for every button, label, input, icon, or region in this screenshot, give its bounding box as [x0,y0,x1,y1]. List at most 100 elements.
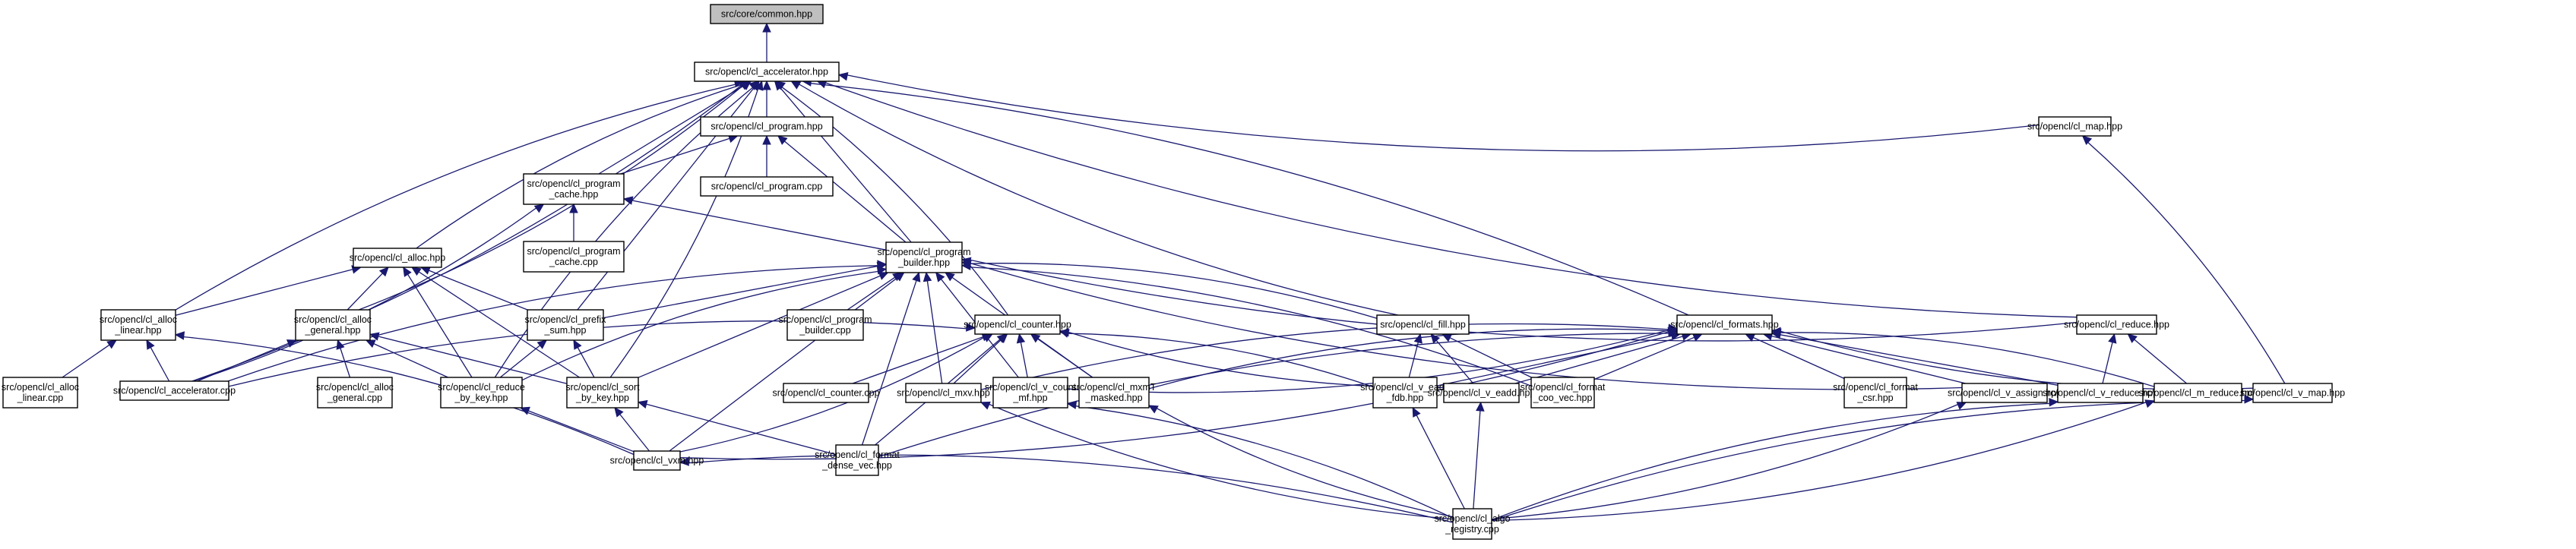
node-box[interactable] [440,377,523,409]
node-v-eadd-hpp[interactable]: src/opencl/cl_v_eadd.hpp [1428,383,1536,403]
node-label: src/opencl/cl_v_assign.hpp [1948,388,2062,399]
edge-line [980,323,1669,390]
node-v-reduce-hpp[interactable]: src/opencl/cl_v_reduce.hpp [2043,383,2158,403]
edge-vxm_hpp-to-sort_by_key_hpp [614,407,650,452]
node-prefix-sum-hpp[interactable]: src/opencl/cl_prefix_sum.hpp [525,309,607,341]
edge-accel_cpp-to-alloc_linear_hpp [146,339,170,382]
node-box[interactable] [1376,314,1470,335]
node-box[interactable] [100,309,176,341]
node-pbuilder-cpp[interactable]: src/opencl/cl_program_builder.cpp [779,309,872,341]
node-box[interactable] [353,248,442,268]
edge-algo_registry_cpp-to-mxv_hpp [979,401,1454,520]
node-box[interactable] [317,377,393,409]
node-m-reduce-hpp[interactable]: src/opencl/cl_m_reduce.hpp [2138,383,2258,403]
node-box[interactable] [694,62,840,82]
node-box[interactable] [905,383,982,403]
node-box[interactable] [1961,383,2048,403]
node-alloc-general-cpp[interactable]: src/opencl/cl_alloc_general.cpp [316,377,394,409]
edge-line [528,410,635,453]
edge-pcache_cpp-to-pcache_hpp [569,203,578,241]
node-box[interactable] [523,173,625,205]
edge-format_dense_vec_hpp-to-pbuilder_hpp [861,271,921,446]
node-alloc-linear-hpp[interactable]: src/opencl/cl_alloc_linear.hpp [100,309,177,341]
node-box[interactable] [2154,383,2242,403]
node-box[interactable] [885,241,963,273]
node-pcache-cpp[interactable]: src/opencl/cl_program_cache.cpp [523,241,625,273]
node-box[interactable] [2252,383,2333,403]
node-reduce-by-key-hpp[interactable]: src/opencl/cl_reduce_by_key.hpp [438,377,525,409]
node-box[interactable] [1676,314,1773,335]
node-pbuilder-hpp[interactable]: src/opencl/cl_program_builder.hpp [878,241,971,273]
node-box[interactable] [700,116,834,137]
edge-program_hpp-to-accel_hpp [762,80,771,118]
node-format-csr-hpp[interactable]: src/opencl/cl_format_csr.hpp [1833,377,1918,409]
node-box[interactable] [710,4,824,24]
node-box[interactable] [2057,383,2144,403]
node-format-coo-vec-hpp[interactable]: src/opencl/cl_format_coo_vec.hpp [1521,377,1606,409]
arrowhead-icon [336,339,345,350]
node-vxm-hpp[interactable]: src/opencl/cl_vxm.hpp [610,450,704,471]
edge-format_coo_vec_hpp-to-fill_hpp [1441,333,1532,378]
node-v-eadd-fdb-hpp[interactable]: src/opencl/cl_v_eadd_fdb.hpp [1360,377,1450,409]
node-format-dense-vec-hpp[interactable]: src/opencl/cl_format_dense_vec.hpp [815,444,900,476]
node-alloc-hpp[interactable]: src/opencl/cl_alloc.hpp [350,248,446,268]
node-alloc-general-hpp[interactable]: src/opencl/cl_alloc_general.hpp [294,309,372,341]
node-mxv-hpp[interactable]: src/opencl/cl_mxv.hpp [897,383,990,403]
node-v-map-hpp[interactable]: src/opencl/cl_v_map.hpp [2240,383,2345,403]
node-box[interactable] [700,176,834,197]
arrowhead-icon [533,204,545,213]
node-program-cpp[interactable]: src/opencl/cl_program.cpp [700,176,834,197]
node-box[interactable] [783,383,869,403]
edge-algo_registry_cpp-to-v_eadd_fdb_hpp [1412,406,1465,510]
arrowhead-icon [536,339,548,349]
node-box[interactable] [992,377,1068,409]
node-formats-hpp[interactable]: src/opencl/cl_formats.hpp [1670,314,1779,335]
node-program-hpp[interactable]: src/opencl/cl_program.hpp [700,116,834,137]
edge-line [1491,404,1958,520]
edge-line [669,277,898,452]
node-box[interactable] [119,380,229,401]
node-box[interactable] [295,309,371,341]
node-alloc-linear-cpp[interactable]: src/opencl/cl_alloc_linear.cpp [2,377,79,409]
node-box[interactable] [633,450,681,471]
node-box[interactable] [786,309,864,341]
node-counter-hpp[interactable]: src/opencl/cl_counter.hpp [964,314,1071,335]
node-box[interactable] [835,444,879,476]
edge-line [852,336,983,384]
node-v-count-mf-hpp[interactable]: src/opencl/cl_v_count_mf.hpp [985,377,1077,409]
node-accel-hpp[interactable]: src/opencl/cl_accelerator.hpp [694,62,840,82]
edge-line [175,84,736,311]
node-box[interactable] [1372,377,1438,409]
node-fill-hpp[interactable]: src/opencl/cl_fill.hpp [1376,314,1470,335]
node-box[interactable] [2038,116,2112,137]
node-box[interactable] [1078,377,1150,409]
node-box[interactable] [2,377,78,409]
node-common[interactable]: src/core/common.hpp [710,4,824,24]
node-box[interactable] [974,314,1061,335]
node-sort-by-key-hpp[interactable]: src/opencl/cl_sort_by_key.hpp [565,377,640,409]
edge-line [878,333,1669,458]
node-box[interactable] [1443,383,1520,403]
node-reduce-hpp[interactable]: src/opencl/cl_reduce.hpp [2064,314,2169,335]
node-box[interactable] [523,241,625,273]
node-pcache-hpp[interactable]: src/opencl/cl_program_cache.hpp [523,173,625,205]
node-box[interactable] [2076,314,2157,335]
node-box[interactable] [527,309,604,341]
node-mxmT-masked-hpp[interactable]: src/opencl/cl_mxmT_masked.hpp [1071,377,1157,409]
node-accel-cpp[interactable]: src/opencl/cl_accelerator.cpp [113,380,236,401]
node-box[interactable] [1843,377,1907,409]
node-box[interactable] [1530,377,1595,409]
node-counter-cpp[interactable]: src/opencl/cl_counter.cpp [772,383,880,403]
edge-format_csr_hpp-to-formats_hpp [1745,333,1845,380]
node-label: src/opencl/cl_map.hpp [2027,121,2122,132]
node-box[interactable] [1452,508,1492,540]
edge-mxmT_masked_hpp-to-counter_hpp [1030,333,1093,378]
node-label: _sum.hpp [544,325,587,336]
node-map-hpp[interactable]: src/opencl/cl_map.hpp [2027,116,2122,137]
node-box[interactable] [566,377,639,409]
edge-alloc_linear_hpp-to-alloc_hpp [175,265,362,316]
node-algo-registry-cpp[interactable]: src/opencl/cl_algo_registry.cpp [1434,508,1511,540]
node-label: src/opencl/cl_m_reduce.hpp [2138,388,2257,399]
node-label: _cache.hpp [549,189,599,200]
node-v-assign-hpp[interactable]: src/opencl/cl_v_assign.hpp [1948,383,2062,403]
